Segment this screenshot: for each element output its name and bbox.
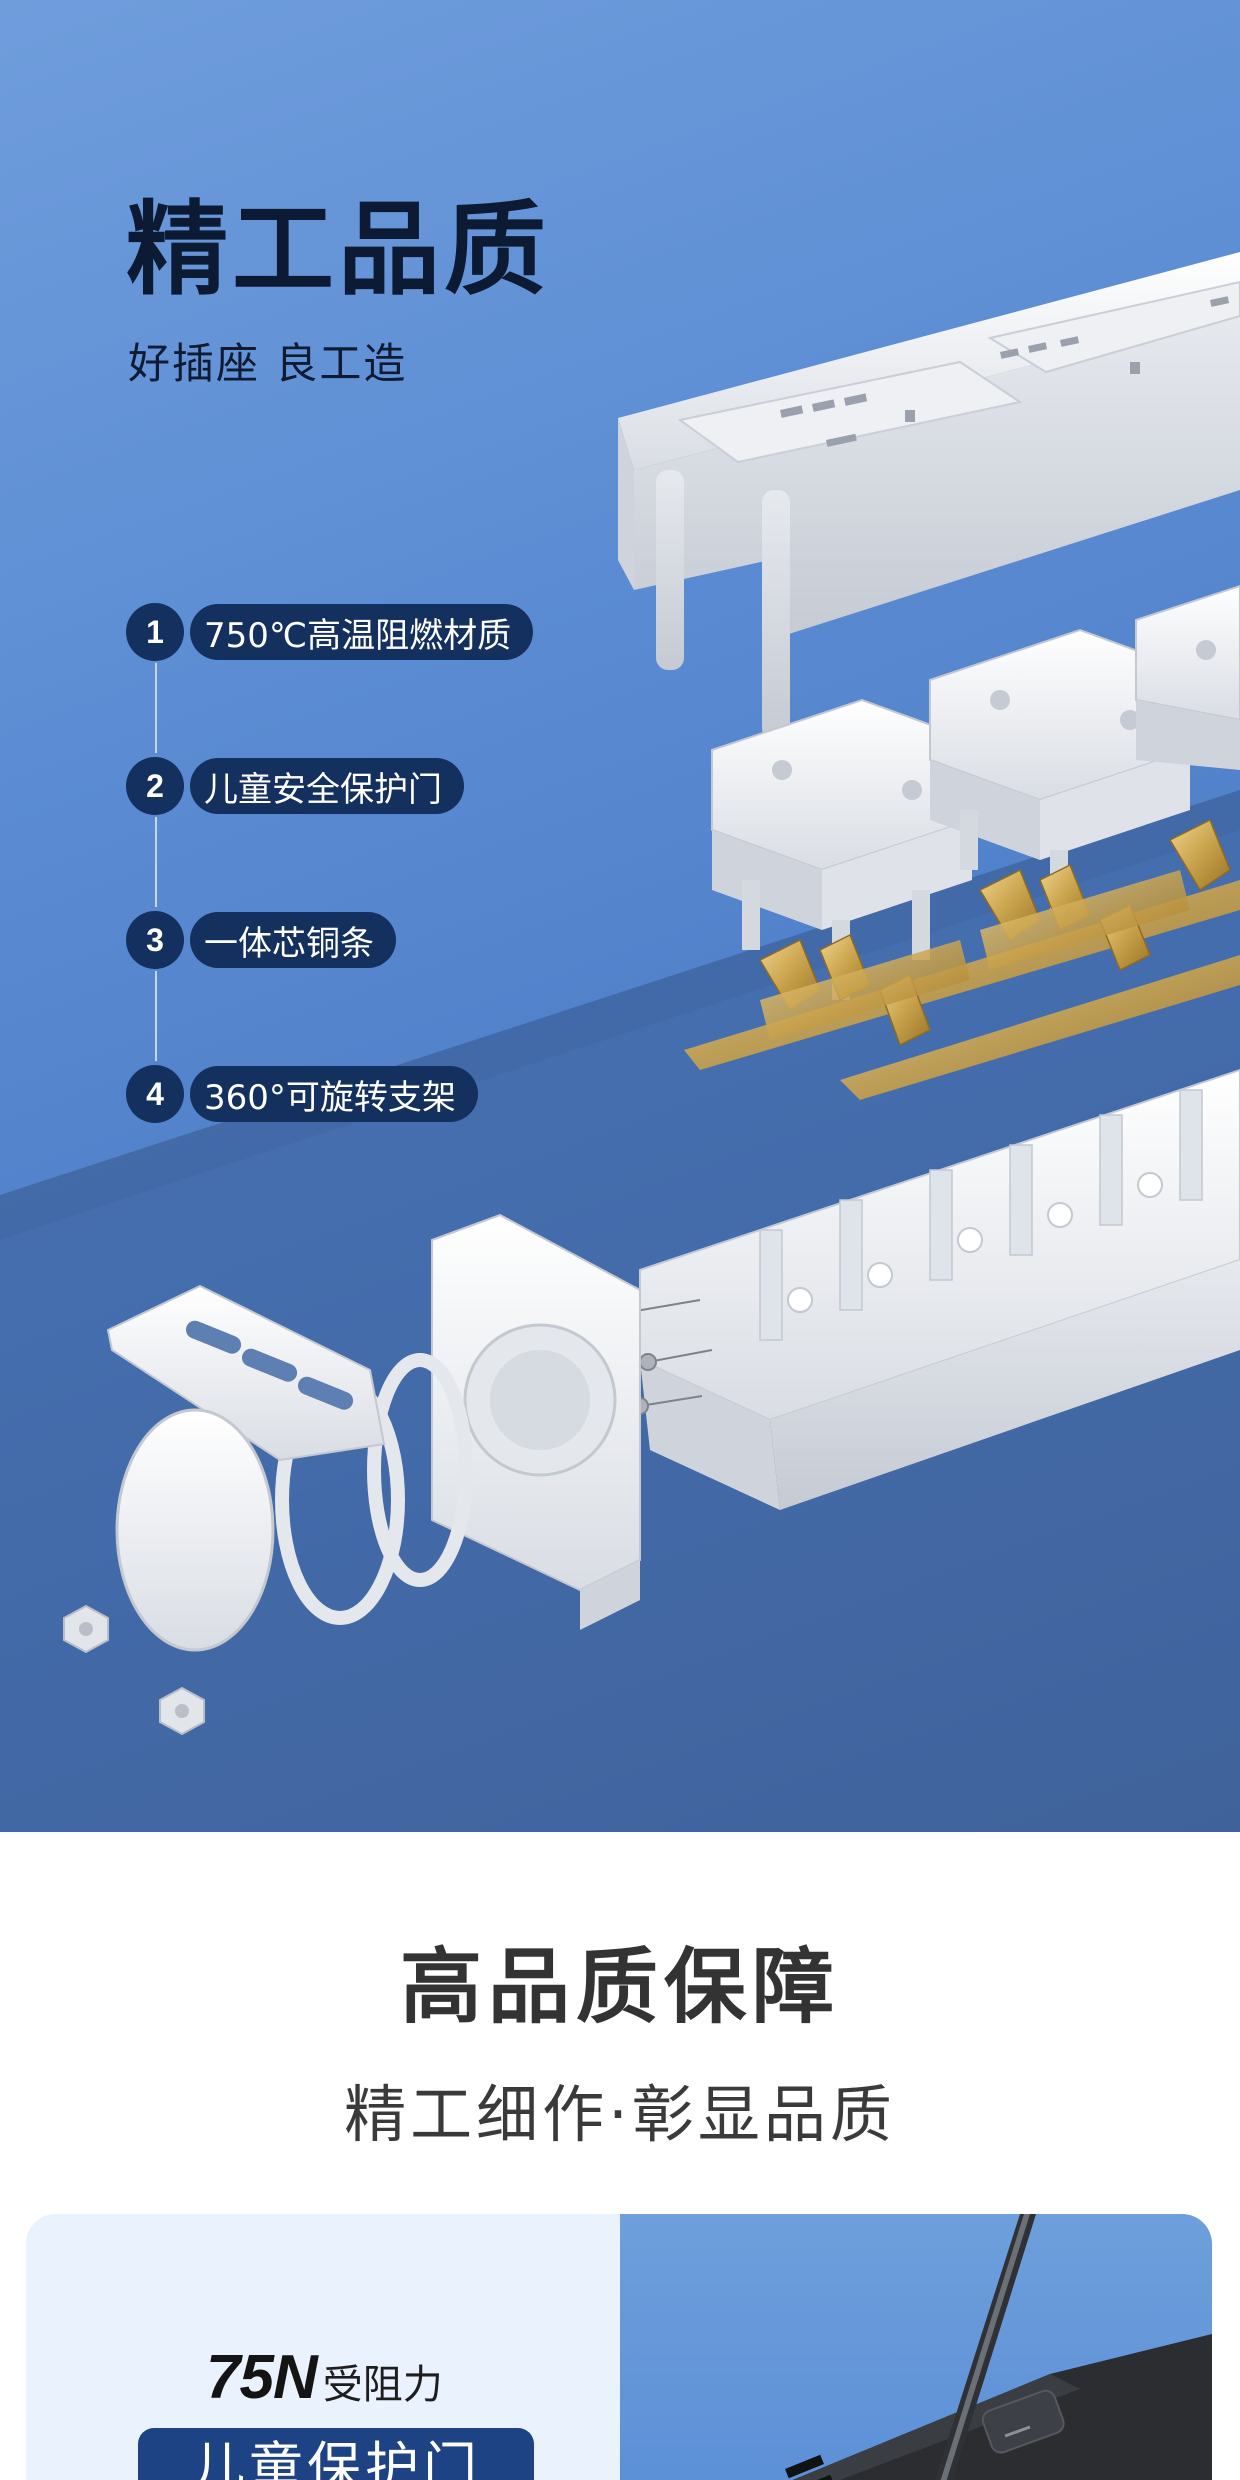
- round-cover-disk: [115, 1408, 275, 1652]
- feature-number-badge: 4: [126, 1065, 184, 1123]
- feature-connector-line: [155, 971, 157, 1061]
- strip-base-housing: [639, 1068, 1240, 1510]
- socket-slot-icon: [785, 2454, 834, 2480]
- screwdriver-test-illustration: [785, 2214, 1212, 2480]
- hex-nuts: [63, 1604, 205, 1736]
- feature-connector-line: [155, 817, 157, 907]
- feature-item-flame-retardant: 1 750℃高温阻燃材质: [126, 603, 534, 661]
- feature-number-badge: 1: [126, 603, 184, 661]
- mounting-bracket: [106, 1284, 386, 1462]
- hero-subtitle: 好插座 良工造: [128, 339, 408, 388]
- quality-subtitle: 精工细作·彰显品质: [344, 2078, 896, 2151]
- copper-conductor-strips: [684, 818, 1240, 1100]
- card-text-panel: 75N 受阻力 儿童保护门: [26, 2214, 620, 2480]
- end-cap-square: [431, 1213, 641, 1630]
- card-image-panel: [620, 2214, 1212, 2480]
- power-strip-exploded-illustration: [63, 252, 1240, 1736]
- socket-modules: [711, 584, 1240, 1000]
- feature-connector-line: [155, 663, 157, 753]
- feature-number-badge: 2: [126, 757, 184, 815]
- force-value: 75N: [206, 2343, 318, 2412]
- hero-title: 精工品质: [126, 191, 550, 310]
- feature-label: 750℃高温阻燃材质: [190, 604, 534, 660]
- feature-label: 儿童安全保护门: [190, 758, 464, 814]
- door-label-badge: 儿童保护门: [138, 2428, 534, 2480]
- feature-label: 360°可旋转支架: [190, 1066, 478, 1122]
- quality-title: 高品质保障: [399, 1940, 840, 2035]
- hero-section: 精工品质 好插座 良工造 1 750℃高温阻燃材质 2 儿童安全保护门 3 一体…: [0, 0, 1240, 1832]
- feature-item-copper-strip: 3 一体芯铜条: [126, 911, 396, 969]
- force-label: 受阻力: [322, 2362, 443, 2408]
- switch-button-icon: [981, 2389, 1065, 2454]
- feature-item-rotating-bracket: 4 360°可旋转支架: [126, 1065, 478, 1123]
- strip-top-cover: [618, 252, 1240, 740]
- force-spec: 75N 受阻力: [206, 2342, 443, 2413]
- feature-item-safety-door: 2 儿童安全保护门: [126, 757, 464, 815]
- feature-number-badge: 3: [126, 911, 184, 969]
- safety-door-card: 75N 受阻力 儿童保护门: [26, 2214, 1212, 2480]
- feature-label: 一体芯铜条: [190, 912, 396, 968]
